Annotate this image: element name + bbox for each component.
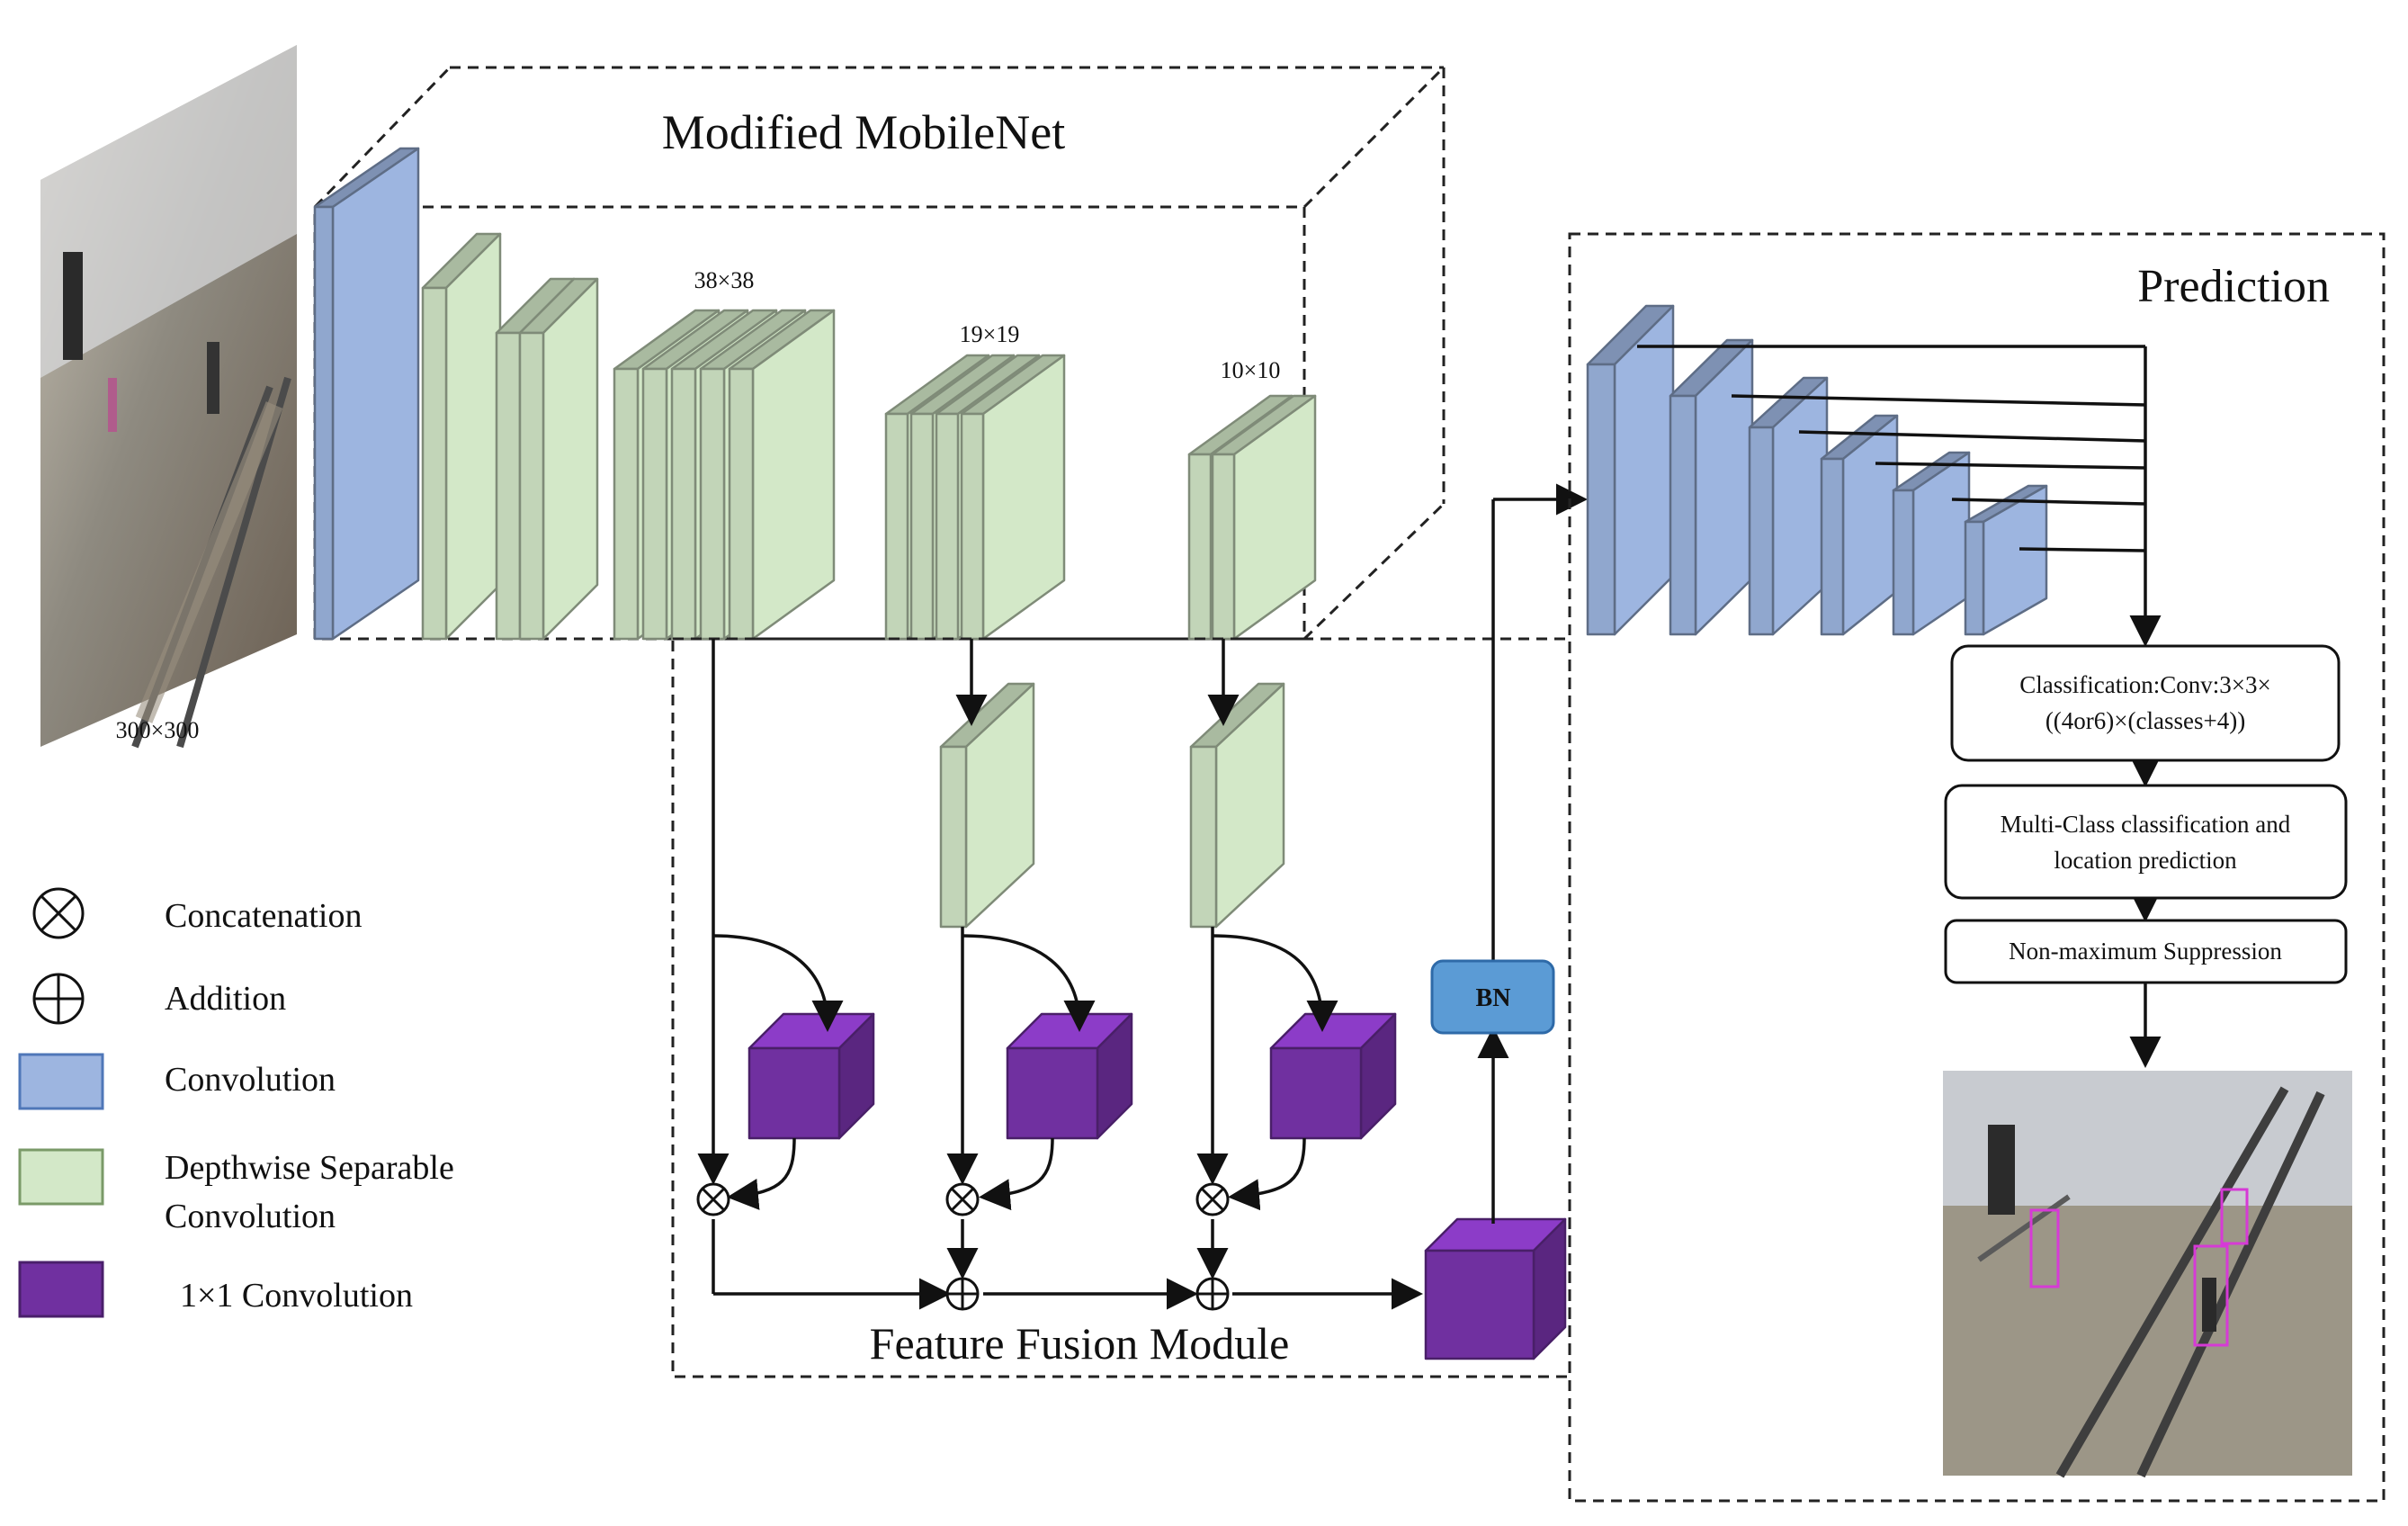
size-label-19: 19×19: [960, 321, 1020, 347]
dw-layer-1: [421, 232, 502, 641]
legend-pw-swatch: [18, 1261, 104, 1318]
step-multiclass-line1: Multi-Class classification and: [2001, 811, 2291, 838]
size-label-10: 10×10: [1221, 357, 1281, 383]
step-multiclass-box: Multi-Class classification and location …: [1944, 784, 2348, 900]
pred-layer-6: [1964, 484, 2048, 636]
legend-conv-label: Convolution: [165, 1061, 336, 1099]
concat-op-1: [696, 1182, 730, 1216]
add-op-2: [1195, 1277, 1230, 1311]
prediction-frame: [1568, 232, 2386, 1503]
fusion-dw-10: [1189, 682, 1285, 929]
pred-layer-3: [1748, 376, 1829, 636]
pw-conv-1: [747, 1012, 875, 1140]
step-classification-box: Classification:Conv:3×3× ((4or6)×(classe…: [1950, 644, 2341, 762]
pw-conv-2: [1006, 1012, 1133, 1140]
add-op-1: [945, 1277, 980, 1311]
bn-label: BN: [1476, 984, 1511, 1012]
backbone-title: Modified MobileNet: [662, 105, 1065, 159]
step-classification-line2: ((4or6)×(classes+4)): [2045, 707, 2245, 734]
fusion-frame: [671, 637, 1571, 1378]
legend-add-icon: [32, 973, 85, 1025]
legend-pw-label: 1×1 Convolution: [180, 1277, 413, 1315]
legend: Concatenation Addition Convolution Depth…: [18, 887, 454, 1318]
legend-dw-swatch: [18, 1148, 104, 1206]
legend-dw-label-line1: Depthwise Separable: [165, 1149, 454, 1187]
step-multiclass-line2: location prediction: [2054, 847, 2237, 874]
legend-add-label: Addition: [165, 980, 286, 1018]
concat-op-3: [1195, 1182, 1230, 1216]
dw-layer-10-b: [1211, 394, 1317, 641]
prediction-layers: [1586, 304, 2048, 636]
backbone-layers: [313, 147, 1317, 641]
step-nms-box: Non-maximum Suppression: [1944, 919, 2348, 984]
dw-layer-38-e: [728, 309, 836, 641]
fusion-dw-19: [939, 682, 1035, 929]
legend-conv-swatch: [18, 1053, 104, 1110]
dw-layer-2b: [518, 277, 599, 641]
step-nms-text: Non-maximum Suppression: [2009, 938, 2282, 965]
pw-conv-3: [1269, 1012, 1397, 1140]
concat-op-2: [945, 1182, 980, 1216]
pred-layer-2: [1669, 338, 1754, 636]
input-size-label: 300×300: [116, 717, 200, 743]
fusion-connections: [697, 483, 1588, 1310]
prediction-connections: [1637, 345, 2162, 1068]
pred-layer-1: [1586, 304, 1675, 636]
legend-concat-label: Concatenation: [165, 897, 362, 935]
legend-dw-label-line2: Convolution: [165, 1198, 336, 1235]
output-image: [1943, 1071, 2352, 1478]
pred-layer-5: [1892, 451, 1971, 636]
input-image: [40, 45, 297, 749]
prediction-title: Prediction: [2137, 261, 2330, 312]
conv-layer-input: [313, 147, 420, 641]
pw-conv-out: [1424, 1217, 1567, 1360]
legend-concat-icon: [32, 887, 85, 939]
pred-layer-4: [1820, 414, 1899, 636]
fusion-title: Feature Fusion Module: [870, 1318, 1290, 1369]
bn-block: BN: [1430, 959, 1555, 1035]
step-classification-line1: Classification:Conv:3×3×: [2019, 671, 2270, 698]
dw-layer-19-d: [960, 354, 1066, 641]
fusion-operators: [696, 1182, 1230, 1311]
size-label-38: 38×38: [694, 267, 755, 293]
